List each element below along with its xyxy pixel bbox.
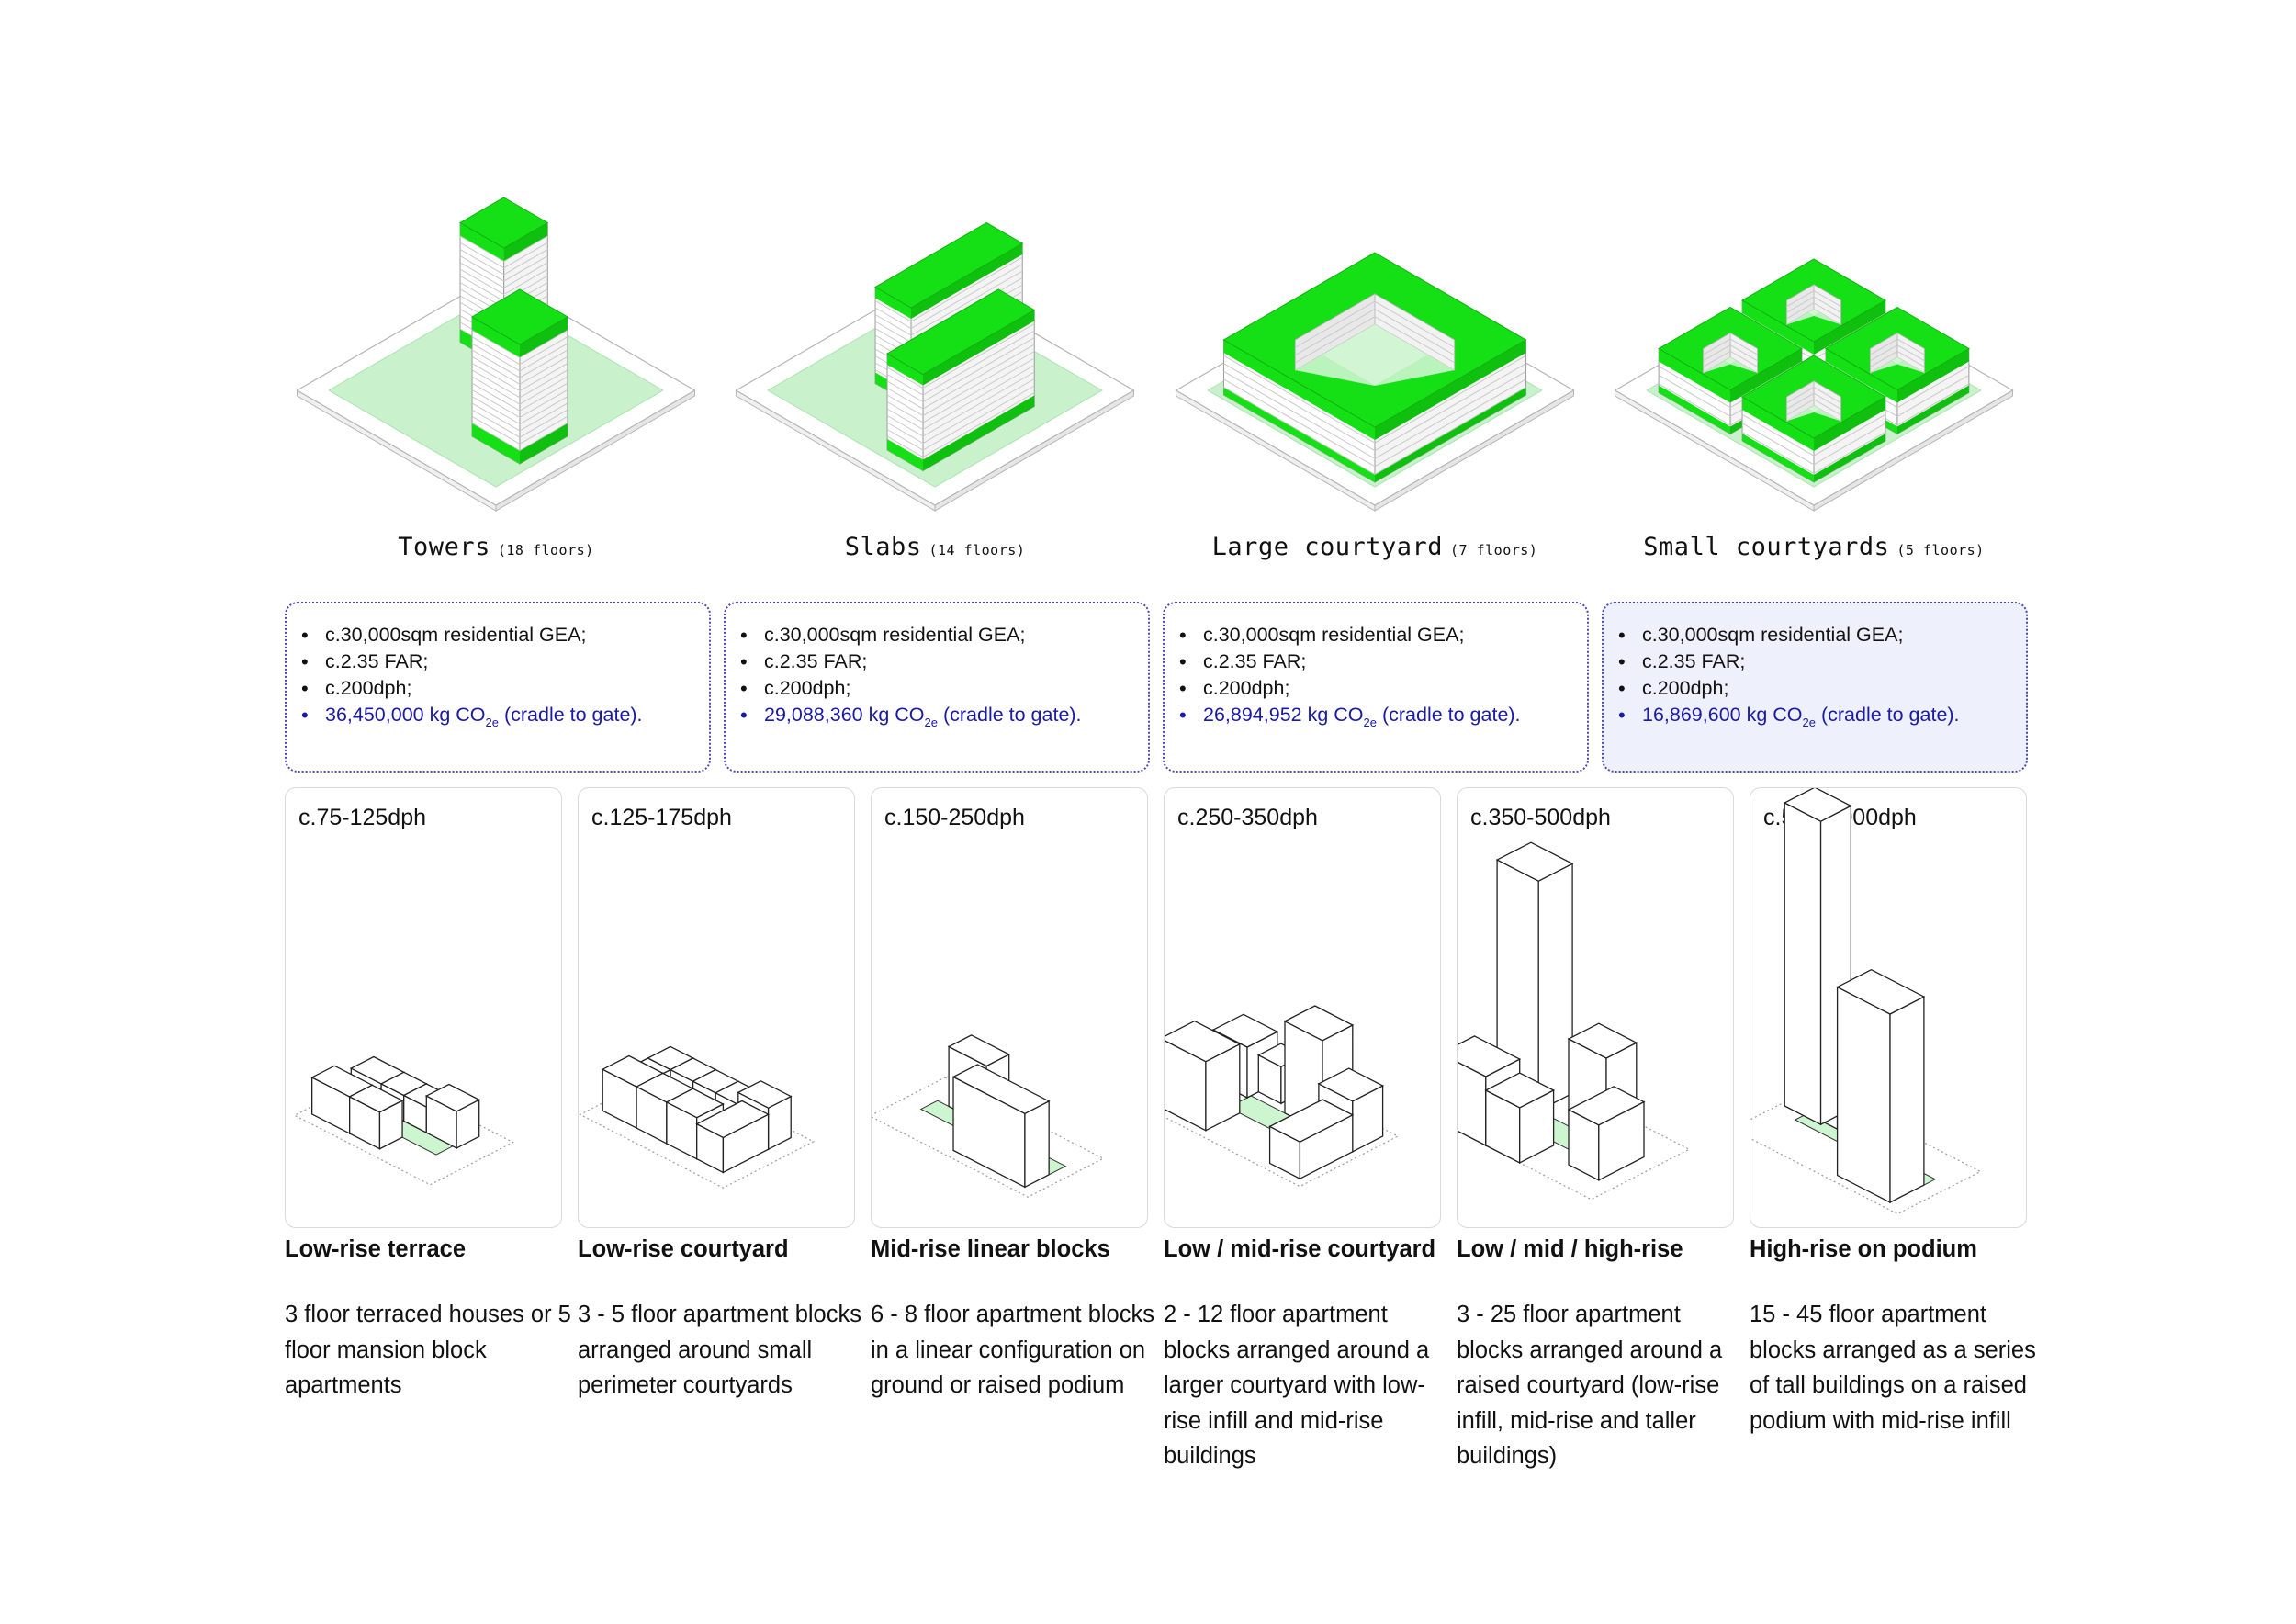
massing-sketch <box>293 1055 514 1186</box>
typology-floors: (18 floors) <box>497 542 594 558</box>
typology-label-towers: Towers (18 floors) <box>220 533 771 561</box>
stat-dph: c.200dph; <box>1616 675 2013 702</box>
typology-name: Towers <box>398 533 490 561</box>
sketch-low-mid-high <box>1458 841 1691 1201</box>
typology-label-small-courtyards: Small courtyards (5 floors) <box>1538 533 2089 561</box>
massing-sketch <box>579 1045 816 1189</box>
density-card-low-mid-rise-courtyard: c.250-350dph <box>1164 787 1441 1228</box>
density-card-low-rise-terrace: c.75-125dph <box>285 787 562 1228</box>
density-title: Low-rise terrace <box>285 1236 467 1262</box>
sketch-mid-rise-linear <box>872 1034 1105 1198</box>
stat-far: c.2.35 FAR; <box>1616 648 2013 675</box>
stat-far: c.2.35 FAR; <box>299 648 696 675</box>
stat-co2: 29,088,360 kg CO2e (cradle to gate). <box>738 702 1135 728</box>
massing-sketch <box>1458 841 1691 1201</box>
density-description: 15 - 45 floor apartment blocks arranged … <box>1750 1302 2036 1434</box>
stats-box-large-courtyard: c.30,000sqm residential GEA; c.2.35 FAR;… <box>1163 602 1589 773</box>
typology-name: Small courtyards <box>1643 533 1890 561</box>
stat-far: c.2.35 FAR; <box>738 648 1135 675</box>
sketch-high-rise-podium <box>1750 788 1982 1215</box>
massing-towers <box>296 197 696 512</box>
stat-co2: 16,869,600 kg CO2e (cradle to gate). <box>1616 702 2013 728</box>
density-card-high-rise-podium: c.500-1000dph <box>1750 787 2027 1228</box>
typology-name: Slabs <box>844 533 922 561</box>
stat-far: c.2.35 FAR; <box>1177 648 1574 675</box>
stat-gea: c.30,000sqm residential GEA; <box>1616 622 2013 648</box>
stat-co2: 36,450,000 kg CO2e (cradle to gate). <box>299 702 696 728</box>
typology-name: Large courtyard <box>1211 533 1444 561</box>
density-description: 3 - 25 floor apartment blocks arranged a… <box>1457 1302 1723 1469</box>
stat-co2: 26,894,952 kg CO2e (cradle to gate). <box>1177 702 1574 728</box>
massing-small-courtyards <box>1614 258 2014 512</box>
density-title: Low / mid / high-rise <box>1457 1236 1683 1262</box>
density-range: c.75-125dph <box>298 805 427 830</box>
typology-floors: (14 floors) <box>929 542 1026 558</box>
sketch-terrace <box>293 1055 514 1186</box>
density-description: 2 - 12 floor apartment blocks arranged a… <box>1164 1302 1430 1469</box>
stat-gea: c.30,000sqm residential GEA; <box>299 622 696 648</box>
density-description: 3 - 5 floor apartment blocks arranged ar… <box>578 1302 861 1398</box>
density-range: c.250-350dph <box>1177 805 1318 830</box>
density-range: c.125-175dph <box>591 805 732 830</box>
stat-gea: c.30,000sqm residential GEA; <box>1177 622 1574 648</box>
density-description: 3 floor terraced houses or 5 floor mansi… <box>285 1302 571 1398</box>
massing-slabs <box>735 221 1135 512</box>
stat-gea: c.30,000sqm residential GEA; <box>738 622 1135 648</box>
density-card-low-mid-high-rise: c.350-500dph <box>1457 787 1734 1228</box>
density-title: Mid-rise linear blocks <box>871 1236 1110 1262</box>
density-title: Low-rise courtyard <box>578 1236 789 1262</box>
stat-dph: c.200dph; <box>299 675 696 702</box>
massing-sketch <box>1165 1005 1400 1188</box>
typology-label-slabs: Slabs (14 floors) <box>659 533 1210 561</box>
massing-diagrams <box>0 0 2296 518</box>
massing-large-courtyard <box>1175 252 1575 512</box>
stats-box-small-courtyards: c.30,000sqm residential GEA; c.2.35 FAR;… <box>1602 602 2028 773</box>
density-card-low-rise-courtyard: c.125-175dph <box>578 787 855 1228</box>
density-title: Low / mid-rise courtyard <box>1164 1236 1436 1262</box>
sketch-low-rise-courtyard <box>579 1045 816 1189</box>
density-range: c.150-250dph <box>884 805 1025 830</box>
density-range: c.350-500dph <box>1470 805 1611 830</box>
stat-dph: c.200dph; <box>1177 675 1574 702</box>
massing-sketch <box>872 1034 1105 1198</box>
stats-box-towers: c.30,000sqm residential GEA; c.2.35 FAR;… <box>285 602 711 773</box>
massing-sketch <box>1750 788 1982 1215</box>
massing-row-svg <box>296 197 2014 512</box>
stat-dph: c.200dph; <box>738 675 1135 702</box>
density-description: 6 - 8 floor apartment blocks in a linear… <box>871 1302 1154 1398</box>
density-card-mid-rise-linear: c.150-250dph <box>871 787 1148 1228</box>
typology-floors: (5 floors) <box>1896 542 1985 558</box>
typology-floors: (7 floors) <box>1450 542 1538 558</box>
sketch-low-mid-courtyard <box>1165 1005 1400 1188</box>
stats-box-slabs: c.30,000sqm residential GEA; c.2.35 FAR;… <box>724 602 1150 773</box>
typology-label-large-courtyard: Large courtyard (7 floors) <box>1099 533 1650 561</box>
density-title: High-rise on podium <box>1750 1236 1977 1262</box>
